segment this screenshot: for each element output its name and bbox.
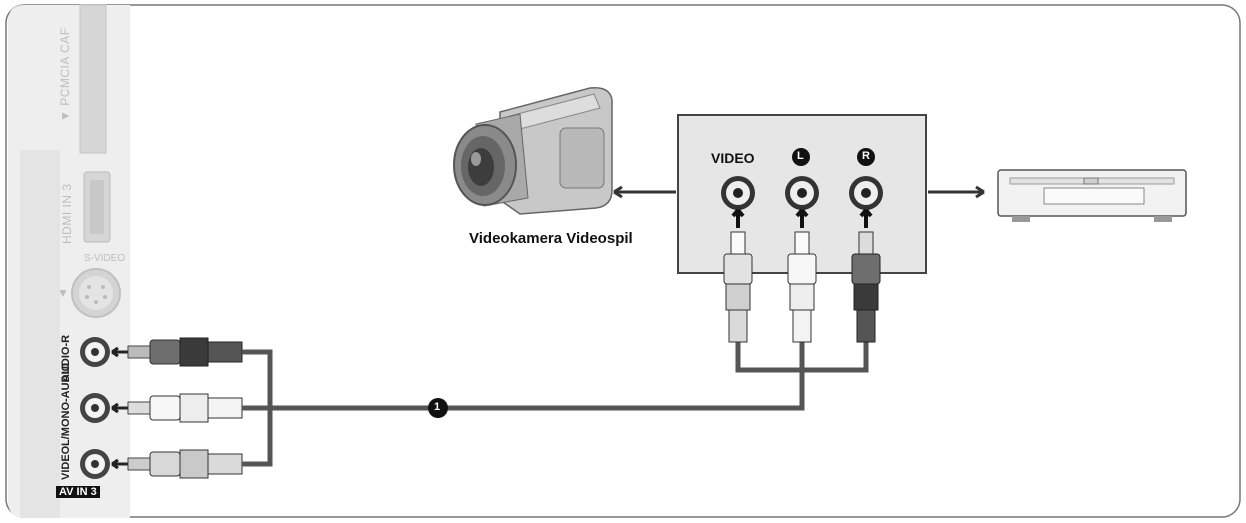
- cable-marker: [428, 398, 448, 418]
- pcmcia-slot: [79, 4, 107, 154]
- rca-jack-icon: [849, 176, 883, 210]
- panel-right-label: R: [862, 150, 870, 162]
- rca-plug-icon: [127, 449, 243, 479]
- tv-panel-step: [20, 150, 60, 518]
- video-port-label: VIDEO: [60, 445, 72, 480]
- left-badge: [792, 148, 810, 166]
- rca-jack-icon: [721, 176, 755, 210]
- tv-jack-audio-l: [80, 393, 110, 423]
- diagram-border: [5, 4, 1241, 518]
- camcorder-icon: [453, 87, 613, 215]
- rca-plug-icon: [723, 231, 753, 343]
- rca-plug-icon: [127, 393, 243, 423]
- arrow-left-icon: [111, 458, 128, 470]
- tv-jack-audio-r: [80, 337, 110, 367]
- dvd-player-icon: [997, 169, 1187, 222]
- rca-plug-icon: [127, 337, 243, 367]
- right-badge: [857, 148, 875, 166]
- tv-jack-video: [80, 449, 110, 479]
- svideo-arrow: ▼: [57, 286, 69, 300]
- panel-video-label: VIDEO: [711, 150, 755, 166]
- arrow-left-icon: [111, 402, 128, 414]
- svideo-label: S-VIDEO: [84, 253, 126, 264]
- av-in-label: AV IN 3: [56, 486, 100, 498]
- rca-plug-icon: [851, 231, 881, 343]
- hdmi-label: HDMI IN 3: [60, 183, 74, 244]
- rca-jack-icon: [785, 176, 819, 210]
- device-caption: Videokamera Videospil: [469, 230, 633, 247]
- rca-plug-icon: [787, 231, 817, 343]
- pcmcia-label: ▼ PCMCIA CAF: [58, 27, 72, 122]
- audio-l-label: L/MONO-AUDIO: [60, 362, 72, 446]
- arrow-left-icon: [613, 185, 676, 199]
- arrow-right-icon: [928, 185, 985, 199]
- panel-left-label: L: [797, 150, 804, 162]
- arrow-left-icon: [111, 346, 128, 358]
- cable-marker-number: 1: [434, 401, 441, 413]
